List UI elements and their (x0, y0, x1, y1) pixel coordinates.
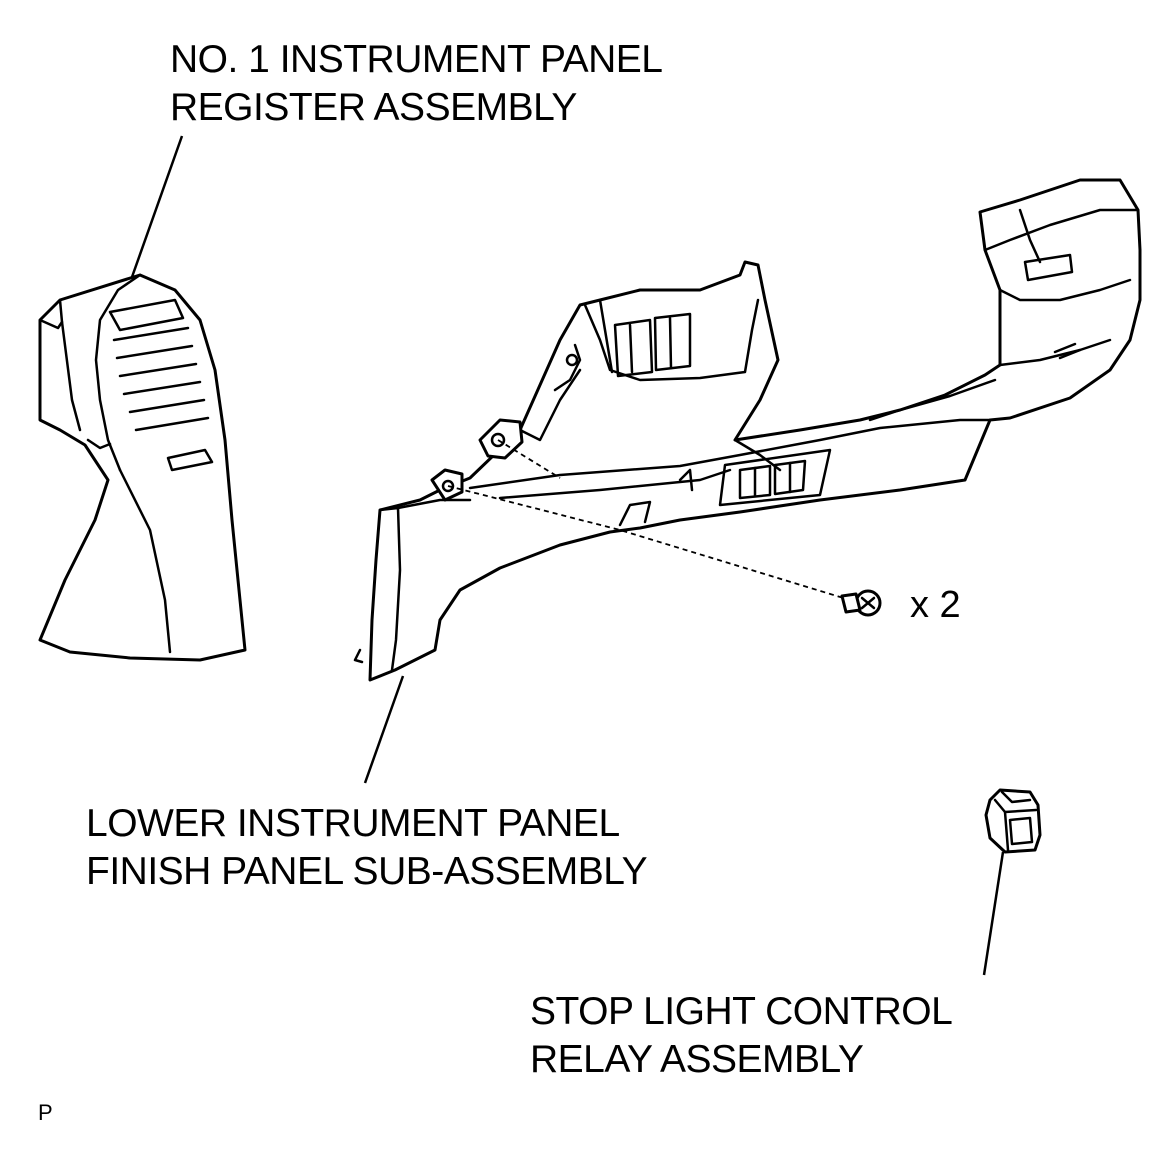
relay-label-line2: RELAY ASSEMBLY (530, 1038, 864, 1081)
register-label-line2: REGISTER ASSEMBLY (170, 86, 577, 129)
screw-quantity-label: x 2 (910, 584, 961, 626)
relay-assembly-label: STOP LIGHT CONTROL RELAY ASSEMBLY (530, 988, 953, 1084)
finish-panel-part (353, 178, 1142, 682)
register-assembly-label: NO. 1 INSTRUMENT PANEL REGISTER ASSEMBLY (170, 36, 663, 132)
finish-panel-label: LOWER INSTRUMENT PANEL FINISH PANEL SUB-… (86, 800, 648, 896)
screw-clip-part (447, 439, 882, 617)
finish-panel-label-line1: LOWER INSTRUMENT PANEL (86, 802, 620, 845)
register-label-line1: NO. 1 INSTRUMENT PANEL (170, 38, 663, 81)
register-assembly-part (38, 273, 247, 662)
relay-assembly-part (984, 788, 1042, 854)
finish-panel-label-line2: FINISH PANEL SUB-ASSEMBLY (86, 850, 648, 893)
finish-panel-leader-line (363, 675, 405, 784)
relay-label-line1: STOP LIGHT CONTROL (530, 990, 953, 1033)
register-leader-line (130, 135, 184, 278)
relay-leader-line (982, 851, 1005, 976)
corner-mark: P (38, 1100, 53, 1125)
